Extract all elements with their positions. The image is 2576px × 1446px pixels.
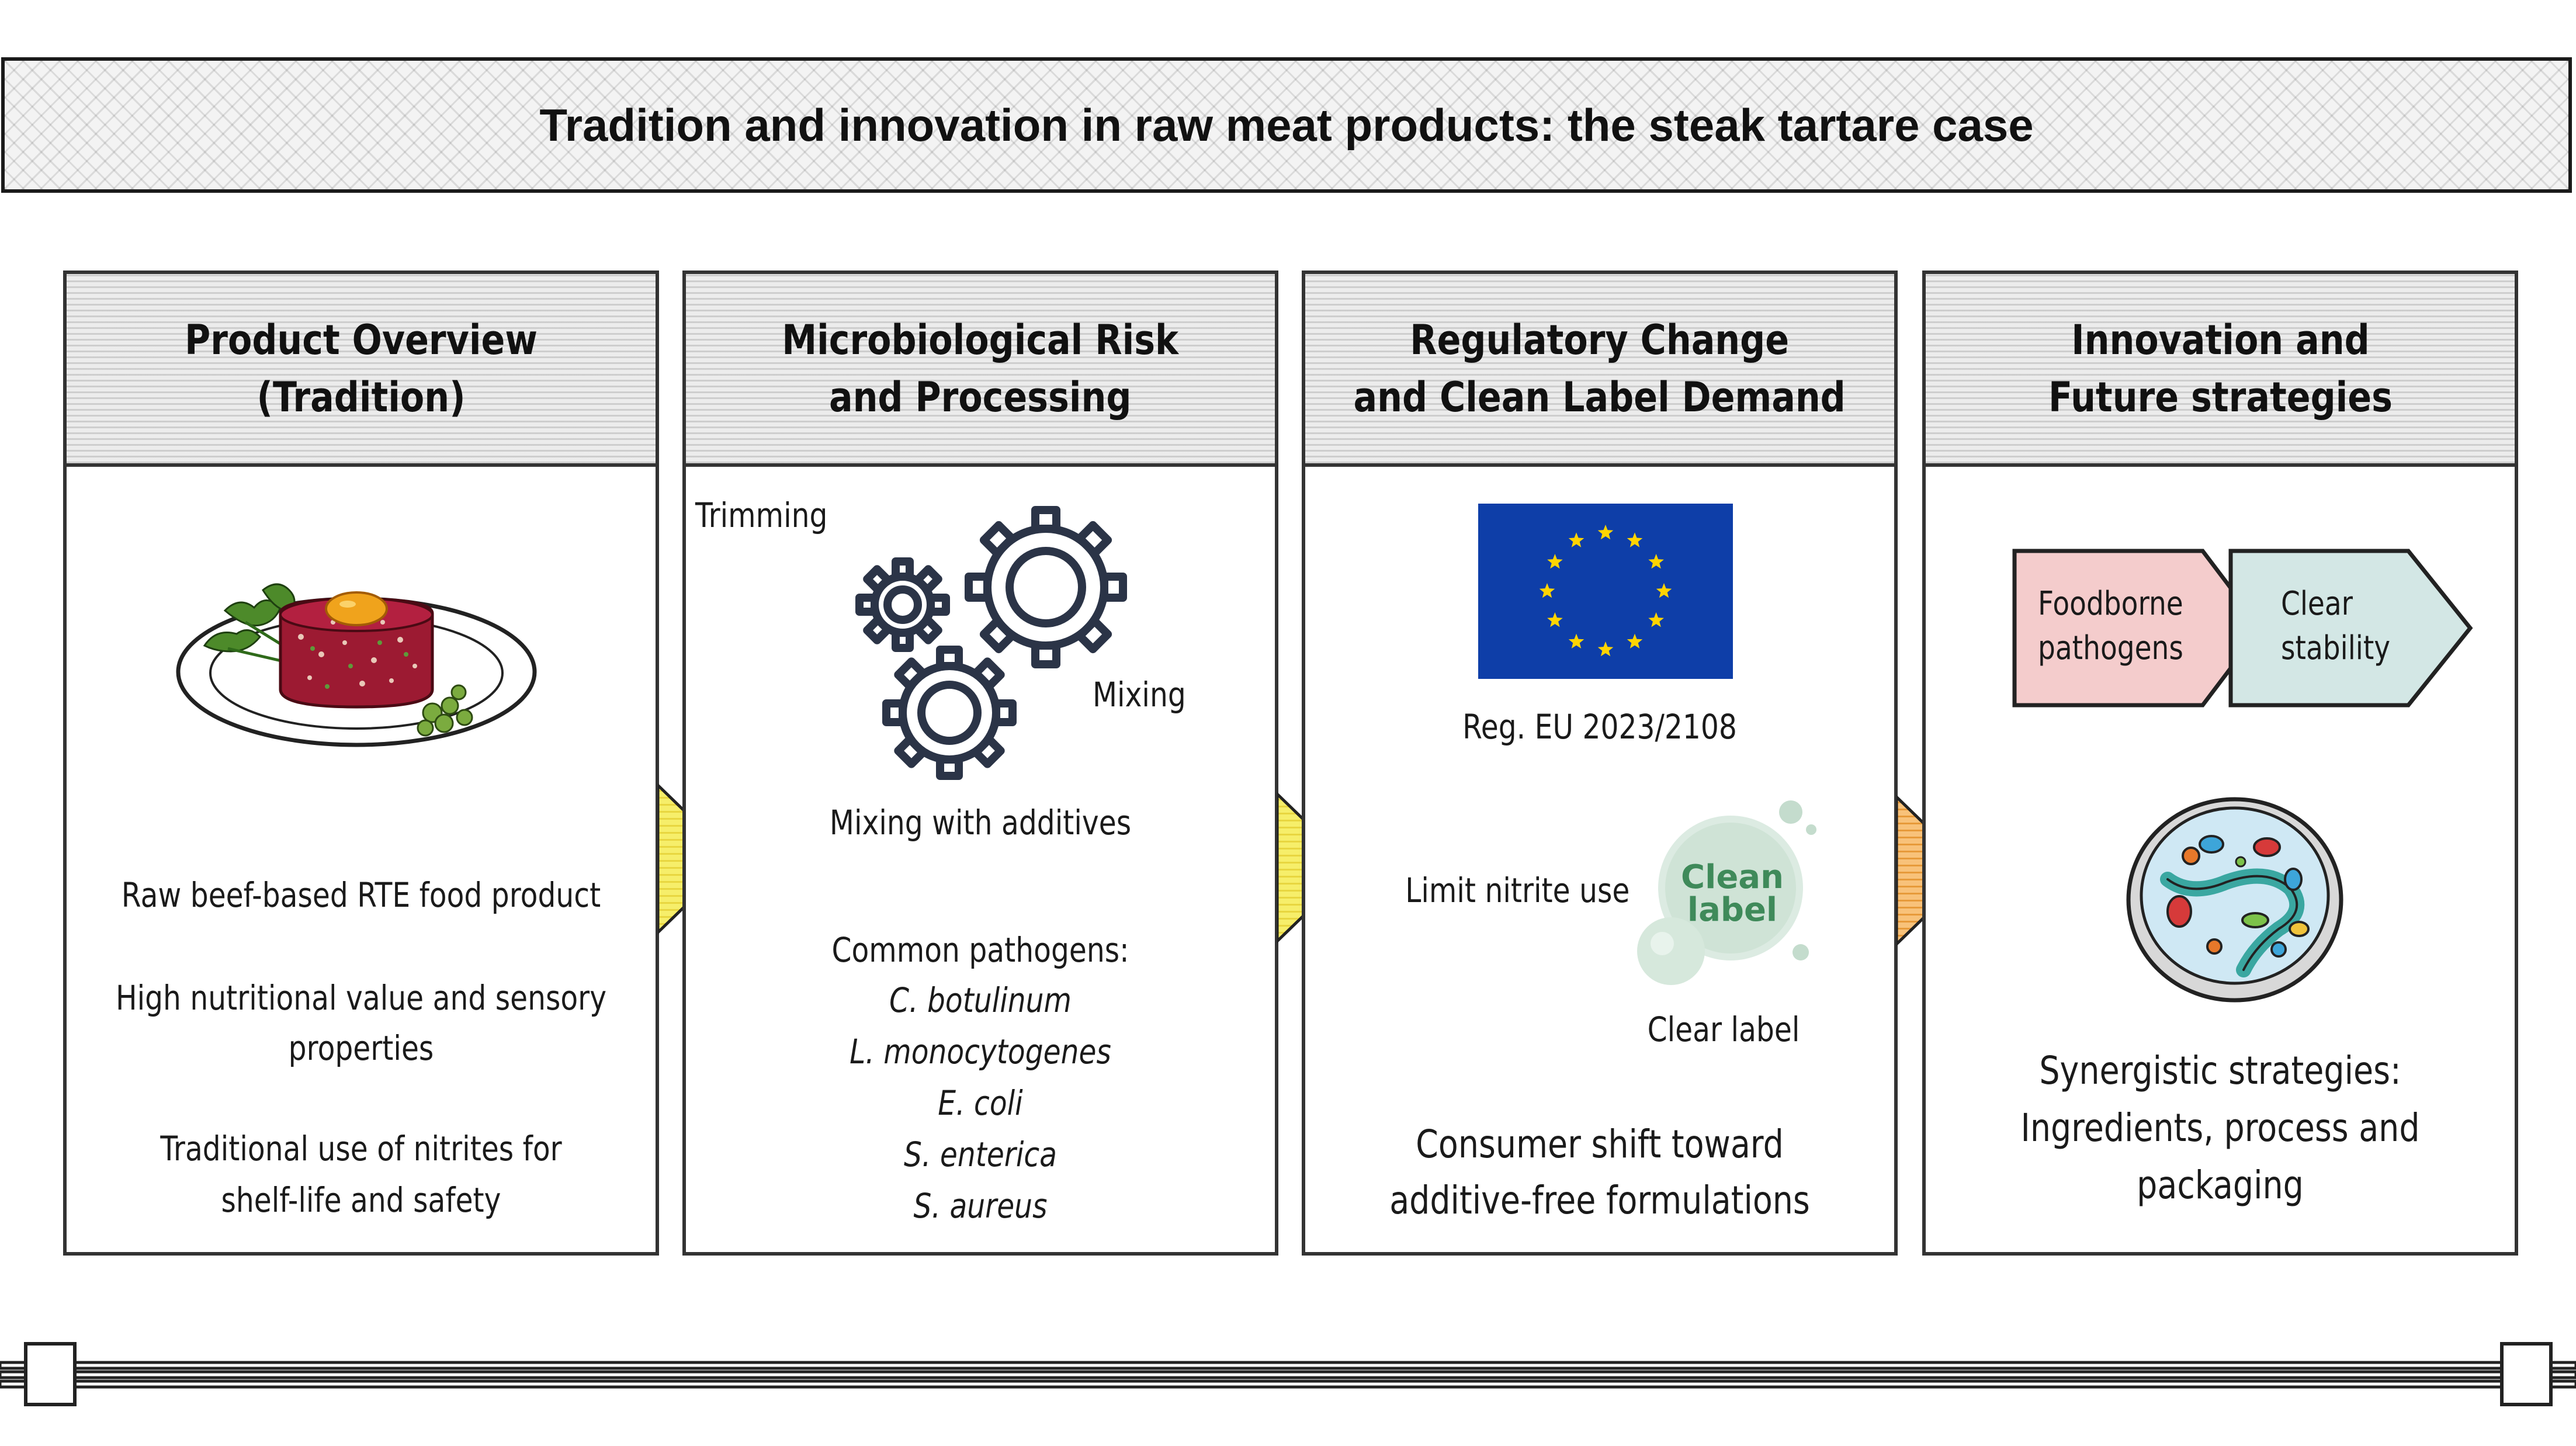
eu-star-icon bbox=[1627, 532, 1643, 547]
eu-star-icon bbox=[1656, 583, 1672, 598]
badge-line2: label bbox=[1687, 891, 1778, 929]
consumer-line2: additive-free formulations bbox=[1389, 1178, 1810, 1223]
eu-star-icon bbox=[1597, 641, 1614, 657]
pathogen-item: S. aureus bbox=[913, 1186, 1048, 1226]
panel-header: Innovation and Future strategies bbox=[1926, 274, 2515, 467]
eu-star-icon bbox=[1627, 633, 1643, 649]
petri-dish-icon bbox=[2126, 797, 2343, 1003]
eu-flag-icon bbox=[1478, 504, 1733, 679]
arrow1-line1: Foodborne bbox=[2038, 585, 2183, 623]
panel-product-overview: Product Overview (Tradition) bbox=[63, 271, 659, 1256]
gears-icon bbox=[855, 506, 1127, 780]
arrow1-text: Foodborne pathogens bbox=[2038, 582, 2183, 671]
arrow-clear-stability bbox=[2228, 549, 2473, 708]
panel-heading-line2: (Tradition) bbox=[256, 373, 466, 421]
panel-heading-line1: Product Overview bbox=[185, 316, 538, 364]
panel-microbiological-risk: Microbiological Risk and Processing bbox=[682, 271, 1278, 1256]
arrow2-text: Clear stability bbox=[2281, 582, 2399, 671]
panel-regulatory-change: Regulatory Change and Clean Label Demand bbox=[1302, 271, 1898, 1256]
bottom-rail-divider bbox=[0, 1342, 2576, 1406]
arrow1-line2: pathogens bbox=[2038, 629, 2183, 667]
arrow2-line1: Clear bbox=[2281, 585, 2353, 623]
clean-label-badge-icon bbox=[1637, 800, 1816, 985]
eu-star-icon bbox=[1568, 633, 1585, 649]
eu-star-icon bbox=[1547, 554, 1563, 569]
limit-nitrite-label: Limit nitrite use bbox=[1405, 871, 1630, 910]
strategy-line3: packaging bbox=[2137, 1163, 2304, 1208]
overview-text-2b: properties bbox=[288, 1028, 434, 1068]
eu-star-icon bbox=[1648, 554, 1664, 569]
pathogen-item: S. enterica bbox=[903, 1135, 1058, 1174]
eu-star-icon bbox=[1539, 583, 1555, 598]
consumer-line1: Consumer shift toward bbox=[1416, 1122, 1784, 1167]
panel-heading-line1: Innovation and bbox=[2071, 316, 2370, 364]
overview-text-3a: Traditional use of nitrites for bbox=[160, 1129, 562, 1168]
panel-header: Regulatory Change and Clean Label Demand bbox=[1305, 274, 1894, 467]
eu-star-icon bbox=[1597, 525, 1614, 540]
eu-star-icon bbox=[1547, 612, 1563, 627]
strategy-line1: Synergistic strategies: bbox=[2039, 1048, 2401, 1093]
label-trimming: Trimming bbox=[695, 495, 828, 535]
pathogen-item: E. coli bbox=[938, 1083, 1023, 1123]
panel-heading-line1: Regulatory Change bbox=[1410, 316, 1790, 364]
title-banner: Tradition and innovation in raw meat pro… bbox=[1, 57, 2572, 193]
eu-star-icon bbox=[1568, 532, 1585, 547]
panel-heading-line2: and Clean Label Demand bbox=[1353, 373, 1846, 421]
strategy-line2: Ingredients, process and bbox=[2020, 1105, 2420, 1150]
badge-line1: Clean bbox=[1681, 858, 1784, 896]
clear-label-caption: Clear label bbox=[1647, 1010, 1800, 1049]
label-mixing-with-additives: Mixing with additives bbox=[829, 803, 1132, 842]
panel-header: Microbiological Risk and Processing bbox=[686, 274, 1275, 467]
pathogen-item: C. botulinum bbox=[889, 980, 1072, 1020]
pathogens-title: Common pathogens: bbox=[831, 930, 1129, 970]
regulation-label: Reg. EU 2023/2108 bbox=[1462, 707, 1737, 747]
panel-header: Product Overview (Tradition) bbox=[67, 274, 656, 467]
panel-innovation: Innovation and Future strategies bbox=[1922, 271, 2518, 1256]
panel-heading-line2: Future strategies bbox=[2048, 373, 2393, 421]
panel-heading-line1: Microbiological Risk bbox=[782, 316, 1179, 364]
diagram-title: Tradition and innovation in raw meat pro… bbox=[539, 99, 2034, 151]
pathogen-item: L. monocytogenes bbox=[850, 1032, 1111, 1072]
clean-label-badge-text: Clean label bbox=[1677, 861, 1788, 927]
eu-star-icon bbox=[1648, 612, 1664, 627]
steak-tartare-plate-icon bbox=[176, 583, 537, 747]
label-mixing: Mixing bbox=[1093, 675, 1186, 715]
panel-heading-line2: and Processing bbox=[829, 373, 1132, 421]
overview-text-2a: High nutritional value and sensory bbox=[115, 978, 607, 1018]
overview-text-1: Raw beef-based RTE food product bbox=[121, 875, 601, 915]
strategy-arrows bbox=[2012, 549, 2473, 708]
overview-text-3b: shelf-life and safety bbox=[221, 1180, 501, 1220]
arrow2-line2: stability bbox=[2281, 629, 2391, 667]
